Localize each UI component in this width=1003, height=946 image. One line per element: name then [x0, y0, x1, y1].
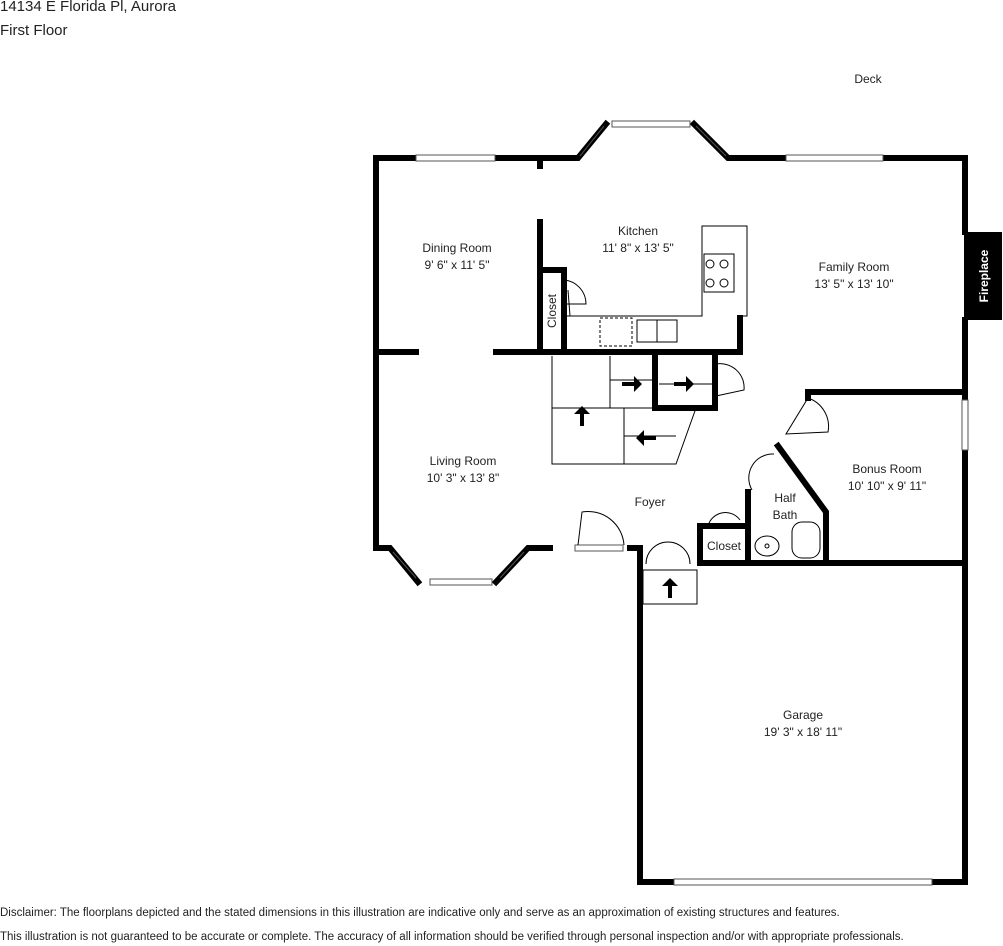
- dining-room-dimensions: 9' 6" x 11' 5": [425, 258, 490, 272]
- garage-dimensions: 19' 3" x 18' 11": [764, 725, 842, 739]
- closet-label-foyer: Closet: [707, 539, 742, 553]
- disclaimer-line-2: This illustration is not guaranteed to b…: [0, 931, 904, 943]
- property-address: 14134 E Florida Pl, Aurora: [0, 0, 176, 15]
- fireplace: Fireplace: [964, 232, 1002, 320]
- kitchen-counters: [564, 225, 748, 347]
- bonus-room-label: Bonus Room: [852, 462, 921, 476]
- disclaimer-line-1: Disclaimer: The floorplans depicted and …: [0, 907, 840, 919]
- kitchen-label: Kitchen: [618, 224, 658, 238]
- garage-label: Garage: [783, 708, 823, 722]
- foyer-label: Foyer: [635, 495, 666, 509]
- floor-title: First Floor: [0, 22, 68, 39]
- exterior-walls: [373, 119, 968, 885]
- windows: [392, 120, 969, 886]
- living-room-dimensions: 10' 3" x 13' 8": [427, 471, 499, 485]
- fireplace-label: Fireplace: [977, 249, 991, 302]
- family-room-dimensions: 13' 5" x 13' 10": [814, 277, 893, 291]
- half-bath-label-line2: Bath: [773, 508, 798, 522]
- interior-walls: [373, 155, 968, 566]
- half-bath-label-line1: Half: [774, 491, 796, 505]
- kitchen-dimensions: 11' 8" x 13' 5": [602, 241, 674, 255]
- dining-room-label: Dining Room: [422, 241, 491, 255]
- bonus-room-dimensions: 10' 10" x 9' 11": [848, 479, 926, 493]
- doors: [563, 279, 829, 565]
- living-room-label: Living Room: [430, 454, 497, 468]
- staircase: [551, 356, 715, 605]
- deck-label: Deck: [854, 72, 882, 86]
- family-room-label: Family Room: [819, 260, 890, 274]
- closet-label-kitchen: Closet: [545, 293, 559, 328]
- half-bath-fixtures: [754, 521, 821, 559]
